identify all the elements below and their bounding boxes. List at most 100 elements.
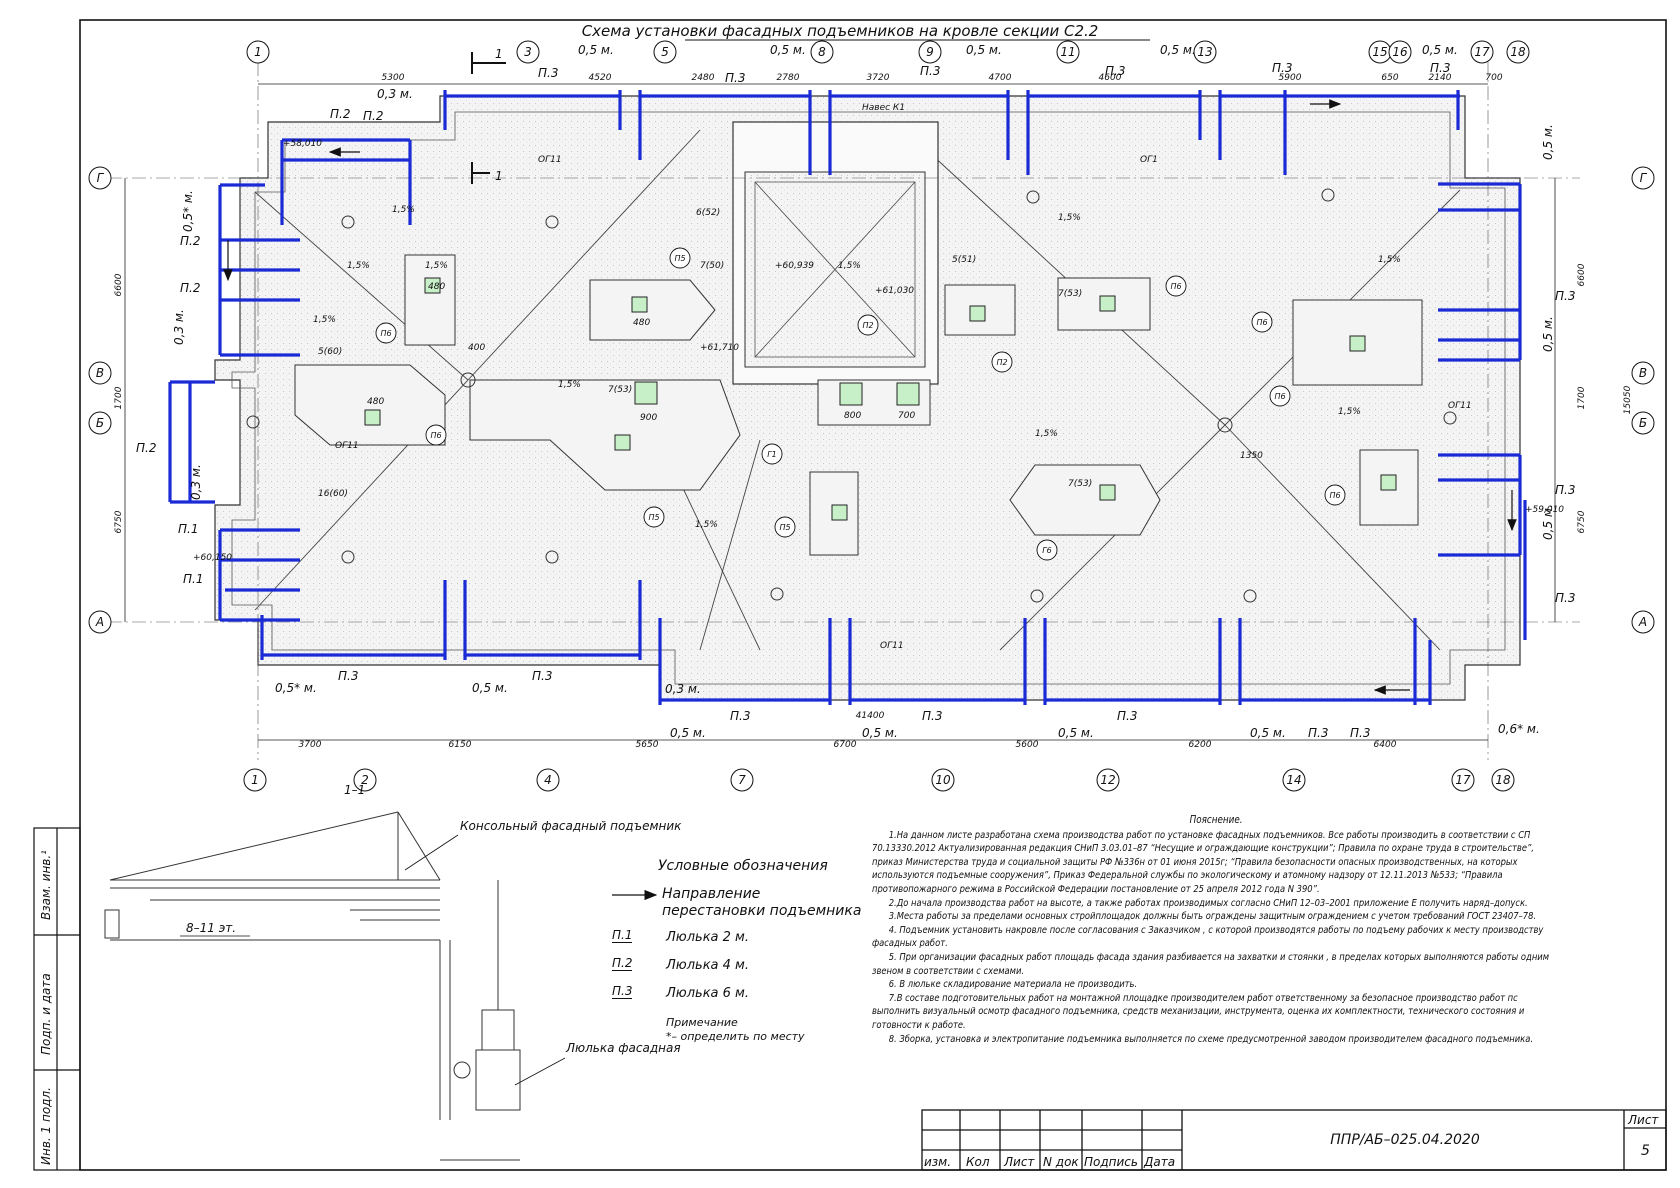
title-block (921, 1109, 1667, 1171)
label-p3: П.3 (1105, 64, 1125, 78)
svg-text:ОГ11: ОГ11 (538, 155, 562, 165)
axis-bubble-bottom: 14 (1282, 768, 1306, 792)
svg-text:0,3 м.: 0,3 м. (377, 87, 413, 101)
svg-text:12: 12 (1100, 773, 1115, 787)
sheet-number: 5 (1641, 1143, 1650, 1159)
svg-text:1,5%: 1,5% (1035, 429, 1058, 439)
roof-shafts (294, 254, 1423, 556)
svg-text:16(60): 16(60) (318, 489, 348, 499)
svg-text:1,5%: 1,5% (558, 380, 581, 390)
svg-text:900: 900 (640, 413, 657, 423)
svg-text:480: 480 (428, 282, 445, 292)
section-mark-bottom-label: 1 (495, 169, 503, 183)
axis-bubble-left: Г (88, 166, 112, 190)
label-p3: П.3 (338, 669, 358, 683)
svg-text:7: 7 (738, 773, 746, 787)
axis-bubble-bottom: 4 (536, 768, 560, 792)
svg-text:ОГ11: ОГ11 (335, 441, 359, 451)
dim-label-top: 2140 (1429, 73, 1452, 83)
direction-arrows (223, 99, 1517, 695)
dim-label-top: 5300 (382, 73, 405, 83)
dim-label-right: 6600 (1577, 263, 1587, 286)
svg-text:0,5* м.: 0,5* м. (275, 681, 317, 695)
svg-text:480: 480 (367, 397, 384, 407)
dim-label-bottom: 5650 (636, 740, 659, 750)
axis-bubble-bottom: 2 (353, 768, 377, 792)
svg-text:+60,939: +60,939 (775, 261, 814, 271)
label-p3: П.3 (1308, 726, 1328, 740)
axis-bubble-bottom: 12 (1096, 768, 1120, 792)
note-item: 4. Подъемник установить накровле после с… (872, 924, 1544, 950)
dim-label-top: 2480 (692, 73, 715, 83)
offset-labels: 0,5 м. 0,5 м. 0,5 м. 0,5 м. 0,5 м. 0,3 м… (172, 43, 1555, 740)
circle-mark: П6 (375, 322, 397, 344)
svg-text:П6: П6 (1329, 491, 1340, 500)
svg-text:ОГ1: ОГ1 (1140, 155, 1158, 165)
svg-text:13: 13 (1197, 45, 1212, 59)
dim-label-right: 1700 (1577, 386, 1587, 409)
facade-lifts[interactable] (168, 90, 1527, 705)
svg-text:Б: Б (1639, 416, 1647, 430)
dim-label-top: 4600 (1099, 73, 1122, 83)
svg-text:1,5%: 1,5% (1338, 407, 1361, 417)
svg-text:8: 8 (818, 45, 826, 59)
legend-title: Условные обозначения (658, 858, 828, 874)
svg-text:0,5 м.: 0,5 м. (862, 726, 898, 740)
axis-bubble-right: В (1631, 361, 1655, 385)
svg-text:П5: П5 (779, 523, 790, 532)
dim-label-right: 15050 (1623, 385, 1633, 414)
svg-text:А: А (1638, 615, 1647, 629)
svg-text:изм.: изм. (924, 1155, 951, 1169)
note-item: 3.Места работы за пределами основных стр… (888, 911, 1537, 923)
svg-text:Навес К1: Навес К1 (862, 103, 905, 113)
label-p3: П.3 (730, 709, 750, 723)
legend-label-p2: Люлька 4 м. (666, 958, 749, 973)
dim-label-bottom: 3700 (299, 740, 322, 750)
axis-bubble-bottom: 17 (1451, 768, 1475, 792)
svg-text:1350: 1350 (1240, 451, 1263, 461)
circle-mark: П5 (643, 506, 665, 528)
explanatory-notes: Пояснение. 1.На данном листе разработана… (872, 814, 1560, 1046)
label-p2: П.2 (180, 281, 200, 295)
svg-text:Подпись: Подпись (1084, 1155, 1138, 1169)
svg-text:Лист: Лист (1003, 1155, 1035, 1169)
svg-text:1,5%: 1,5% (392, 205, 415, 215)
dim-label-top: 5900 (1279, 73, 1302, 83)
label-p3: П.3 (1117, 709, 1137, 723)
axis-bubble-top: 1 (246, 40, 270, 64)
label-p3: П.3 (922, 709, 942, 723)
svg-text:0,3 м.: 0,3 м. (665, 682, 701, 696)
notes-heading: Пояснение. (1189, 814, 1243, 826)
svg-text:В: В (1639, 366, 1647, 380)
svg-text:N док: N док (1043, 1155, 1079, 1169)
svg-text:Г1: Г1 (767, 450, 777, 459)
legend-note: *– определить по месту (666, 1030, 805, 1043)
svg-text:5(60): 5(60) (318, 347, 342, 357)
svg-text:П6: П6 (1274, 392, 1285, 401)
svg-text:П6: П6 (380, 329, 391, 338)
svg-text:4: 4 (544, 773, 552, 787)
svg-text:+61,030: +61,030 (875, 286, 914, 296)
svg-text:0,5 м.: 0,5 м. (472, 681, 508, 695)
dim-label-bottom: 5600 (1016, 740, 1039, 750)
svg-text:15: 15 (1372, 45, 1387, 59)
circle-mark: П6 (1324, 484, 1346, 506)
skylights (364, 277, 1397, 521)
svg-text:10: 10 (935, 773, 951, 787)
label-p2: П.2 (330, 107, 350, 121)
svg-text:П5: П5 (674, 254, 685, 263)
svg-text:П6: П6 (430, 431, 441, 440)
label-p3: П.3 (1430, 61, 1450, 75)
svg-text:7(53): 7(53) (1068, 479, 1092, 489)
dim-label-bottom: 6150 (449, 740, 472, 750)
svg-text:18: 18 (1495, 773, 1511, 787)
svg-text:0,5 м.: 0,5 м. (770, 43, 806, 57)
svg-text:ОГ11: ОГ11 (1448, 401, 1472, 411)
axis-bubble-top: 8 (810, 40, 834, 64)
axis-bubble-bottom: 7 (730, 768, 754, 792)
legend-arrow-text: Направление перестановки подъемника (662, 886, 862, 919)
